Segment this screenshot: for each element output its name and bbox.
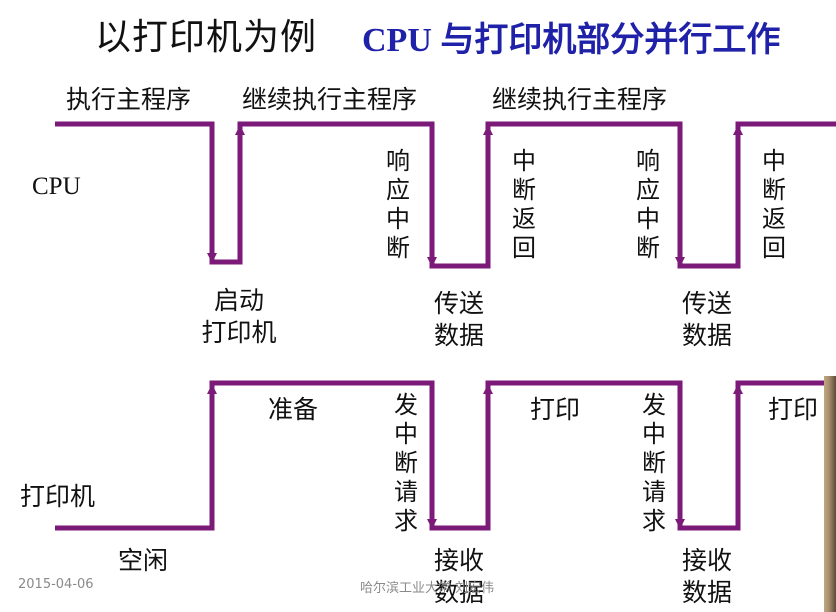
page-subtitle-text: CPU 与打印机部分并行工作: [362, 22, 781, 59]
cpu-label-exec: 执行主程序: [66, 85, 192, 114]
page-subtitle: CPU 与打印机部分并行工作: [362, 12, 780, 61]
printer-row-label: 打印机: [20, 482, 96, 511]
printer-timeline: [55, 380, 826, 531]
cpu-label-continue-1: 继续执行主程序: [242, 85, 418, 114]
printer-label-request-1: 发中断请求: [394, 391, 418, 535]
printer-label-receive-2: 接收 数据: [681, 546, 732, 607]
cpu-label-respond-2: 响应中断: [636, 147, 660, 262]
video-thumbnail-edge: [824, 376, 836, 612]
cpu-label-respond-1: 响应中断: [386, 147, 410, 262]
printer-label-print-1: 打印: [530, 395, 581, 424]
cpu-label-return-1: 中断返回: [512, 147, 536, 262]
cpu-label-continue-2: 继续执行主程序: [492, 85, 668, 114]
footer-date: 2015-04-06: [18, 577, 94, 592]
printer-label-request-2: 发中断请求: [642, 391, 666, 535]
printer-label-idle: 空闲: [118, 546, 169, 575]
printer-label-prepare: 准备: [268, 395, 319, 424]
page-title: 以打印机为例: [95, 17, 318, 58]
printer-label-receive-1: 接收 数据: [433, 546, 484, 607]
cpu-label-start: 启动 打印机: [201, 286, 277, 347]
cpu-label-transfer-2: 传送 数据: [681, 289, 732, 350]
cpu-timeline: [55, 121, 836, 269]
cpu-row-label: CPU: [32, 173, 81, 200]
cpu-label-transfer-1: 传送 数据: [433, 289, 484, 350]
cpu-label-return-2: 中断返回: [762, 147, 786, 262]
footer-org: 哈尔滨工业大学 刘宏伟: [360, 581, 495, 596]
printer-label-print-2: 打印: [768, 395, 819, 424]
